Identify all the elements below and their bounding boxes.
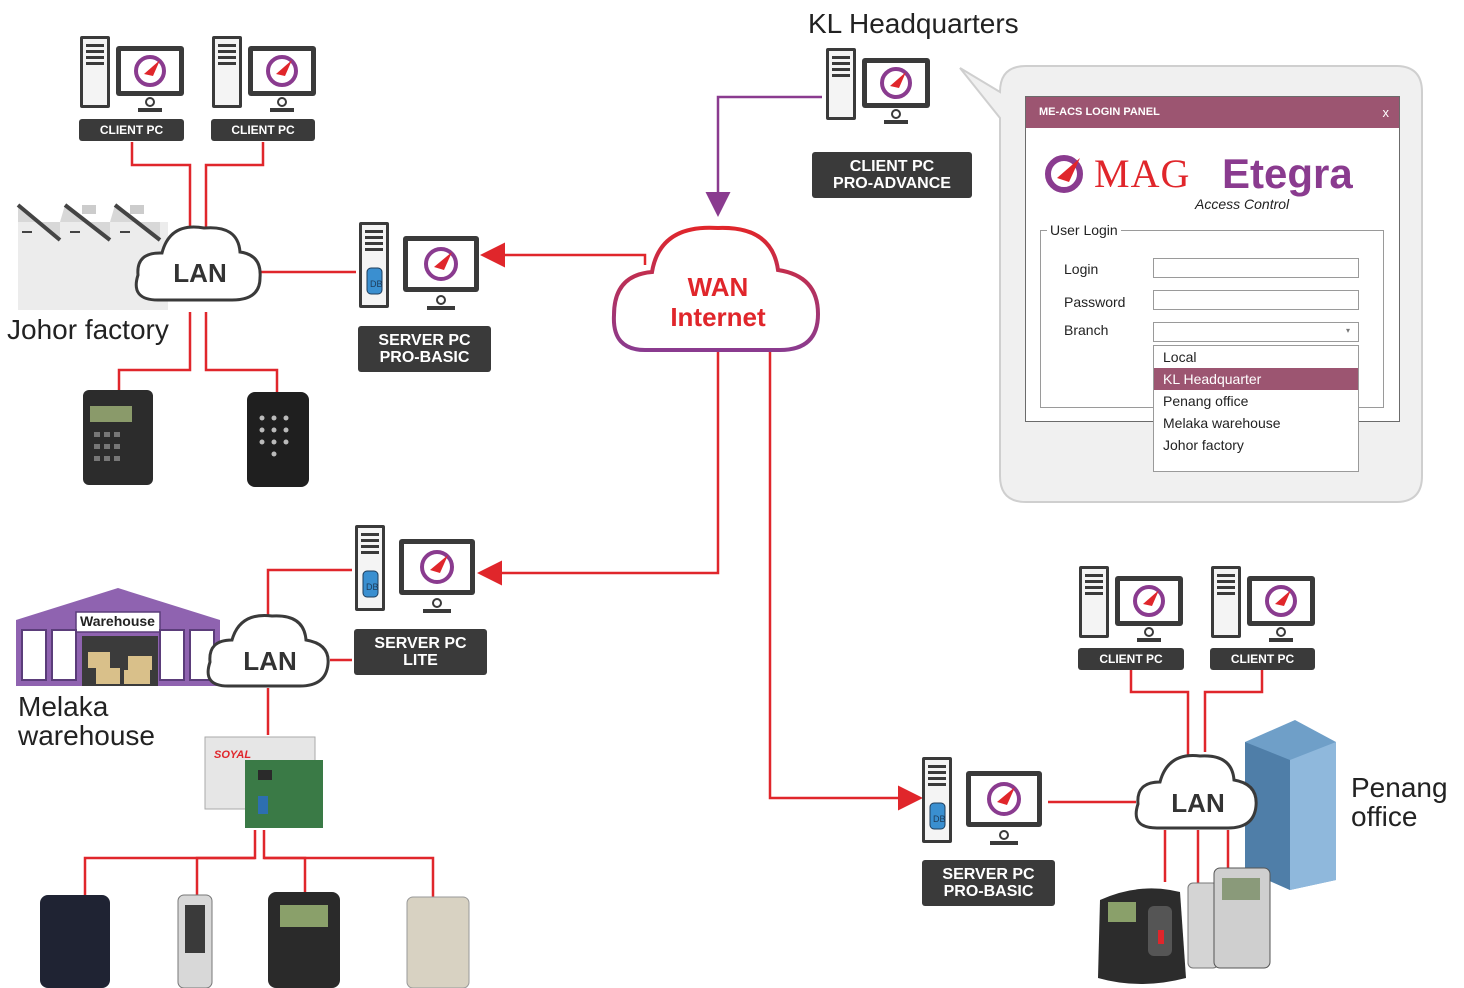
label-server-penang-line2: PRO-BASIC (943, 883, 1034, 900)
db-label-penang: DB (933, 814, 946, 824)
db-label-melaka: DB (366, 582, 379, 592)
internet-label: Internet (670, 302, 766, 332)
label-server-johor-line2: PRO-BASIC (379, 349, 470, 366)
branch-option-local[interactable]: Local (1163, 349, 1197, 365)
client-pc-penang-2 (1209, 564, 1317, 644)
controller-brand: SOYAL (214, 749, 252, 761)
melaka-readers (40, 892, 470, 988)
user-login-legend: User Login (1047, 222, 1121, 238)
logo-text-etegra: Etegra (1222, 150, 1353, 197)
office-tower (1245, 720, 1336, 890)
penang-readers (1098, 867, 1271, 984)
server-pc-melaka (353, 523, 477, 615)
branch-select[interactable]: ▾ (1153, 322, 1359, 342)
chevron-down-icon: ▾ (1345, 326, 1350, 335)
label-client-pc-johor-1: CLIENT PC (79, 119, 184, 141)
label-client-pc-penang-2: CLIENT PC (1210, 648, 1315, 670)
branch-option-kl-headquarter[interactable]: KL Headquarter (1154, 368, 1358, 390)
lan-cloud-shapes (134, 225, 1258, 830)
label-server-penang: SERVER PC PRO-BASIC (922, 860, 1055, 906)
close-button[interactable]: x (1382, 105, 1390, 120)
password-input[interactable] (1153, 290, 1359, 310)
branch-option-johor-factory[interactable]: Johor factory (1163, 437, 1244, 453)
login-panel-titlebar: ME-ACS LOGIN PANEL x (1026, 97, 1399, 128)
label-client-pc-kl-line2: PRO-ADVANCE (833, 175, 951, 192)
warehouse-building (16, 588, 220, 686)
label-server-melaka-line2: LITE (403, 652, 438, 669)
server-pc-johor (357, 220, 481, 312)
location-johor: Johor factory (7, 314, 169, 345)
branch-dropdown-list: Local KL Headquarter Penang office Melak… (1153, 345, 1359, 472)
label-client-pc-johor-2: CLIENT PC (211, 119, 315, 141)
client-pc-johor-1 (78, 34, 186, 114)
label-server-melaka-line1: SERVER PC (374, 635, 467, 652)
label-client-pc-kl-line1: CLIENT PC (849, 158, 935, 175)
kl-wan-link (705, 95, 822, 217)
wan-cloud-shape (611, 225, 821, 352)
wan-label: WAN (687, 272, 749, 302)
login-input[interactable] (1153, 258, 1359, 278)
login-panel-title: ME-ACS LOGIN PANEL (1039, 106, 1160, 118)
lan-label-penang: LAN (1171, 788, 1225, 818)
johor-readers (83, 390, 309, 487)
branch-option-penang-office[interactable]: Penang office (1163, 393, 1249, 409)
lan-label-melaka: LAN (243, 646, 297, 676)
location-melaka-line2: warehouse (18, 720, 155, 751)
label-server-penang-line1: SERVER PC (942, 866, 1035, 883)
label-server-johor-line1: SERVER PC (378, 332, 471, 349)
logo-text-mag: MAG (1094, 151, 1191, 196)
label-client-pc-penang-1: CLIENT PC (1078, 648, 1184, 670)
server-pc-penang (920, 755, 1044, 847)
label-client-pc-kl: CLIENT PC PRO-ADVANCE (812, 152, 972, 198)
client-pc-penang-1 (1077, 564, 1185, 644)
location-melaka-line1: Melaka (18, 691, 109, 722)
label-server-johor: SERVER PC PRO-BASIC (358, 326, 491, 372)
logo-subtitle: Access Control (1195, 196, 1290, 212)
melaka-controller (204, 736, 323, 828)
login-label: Login (1064, 261, 1099, 277)
branch-label: Branch (1064, 322, 1109, 338)
location-penang-line2: office (1351, 801, 1418, 832)
warehouse-sign: Warehouse (80, 613, 155, 629)
branch-option-melaka-warehouse[interactable]: Melaka warehouse (1163, 415, 1281, 431)
label-server-melaka: SERVER PC LITE (354, 629, 487, 675)
client-pc-kl (824, 46, 932, 126)
location-kl: KL Headquarters (808, 8, 1019, 39)
lan-label-johor: LAN (173, 258, 227, 288)
db-label-johor: DB (370, 279, 383, 289)
red-links (83, 142, 1264, 897)
location-penang-line1: Penang (1351, 772, 1448, 803)
client-pc-johor-2 (210, 34, 318, 114)
password-label: Password (1064, 294, 1126, 310)
